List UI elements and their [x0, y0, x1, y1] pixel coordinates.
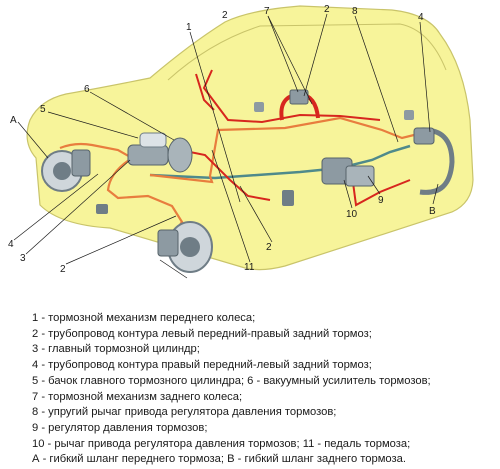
car-body-outline — [26, 5, 474, 271]
callout-b: B — [429, 206, 436, 217]
front-left-brake-icon — [41, 149, 91, 192]
legend-item: 1 - тормозной механизм переднего колеса; — [32, 312, 256, 324]
legend-item: 4 - трубопровод контура правый передний-… — [32, 359, 372, 372]
callout-2: 2 — [266, 242, 272, 253]
callout-9: 9 — [378, 195, 384, 206]
legend-item: 5 - бачок главного тормозного цилиндра; … — [32, 374, 431, 387]
bracket-icon — [254, 102, 264, 112]
legend-item: 7 - тормозной механизм заднего колеса; — [32, 390, 243, 403]
callout-leaders — [13, 13, 439, 279]
callout-3: 3 — [20, 253, 26, 264]
brake-system-diagram: 1 2 2 7 8 4 6 5 A 9 B 10 4 3 2 2 11 — [8, 4, 474, 279]
callout-11: 11 — [244, 262, 255, 273]
front-right-brake-icon — [157, 221, 213, 273]
callout-10: 10 — [346, 209, 358, 220]
pressure-regulator-icon — [321, 157, 375, 187]
rear-left-brake-icon — [279, 89, 320, 121]
callout-5: 5 — [40, 104, 46, 115]
tee-fitting-icon — [282, 190, 294, 206]
bracket-icon — [404, 110, 414, 120]
tee-fitting-icon — [96, 204, 108, 214]
callout-2: 2 — [222, 10, 228, 21]
callout-4: 4 — [8, 239, 14, 250]
callout-4: 4 — [418, 12, 424, 23]
legend-item: 8 - упругий рычаг привода регулятора дав… — [32, 406, 337, 419]
callout-1: 1 — [186, 22, 192, 33]
car-window-line — [167, 23, 447, 81]
legend-item: 2 - трубопровод контура левый передний-п… — [32, 327, 372, 340]
callout-2: 2 — [60, 264, 66, 275]
callout-6: 6 — [84, 84, 90, 95]
brake-line-red-branch — [195, 73, 215, 111]
legend-item: 3 - главный тормозной цилиндр; — [32, 343, 200, 356]
legend-item: А - гибкий шланг переднего тормоза; В - … — [32, 453, 406, 466]
legend-item: 10 - рычаг привода регулятора давления т… — [32, 437, 411, 450]
rear-right-brake-icon — [413, 127, 455, 195]
callout-8: 8 — [352, 6, 358, 17]
legend-item: 9 - регулятор давления тормозов; — [32, 421, 208, 434]
callout-2: 2 — [324, 4, 330, 15]
master-cylinder-icon — [127, 132, 193, 173]
legend-list: 1 - тормозной механизм переднего колеса;… — [32, 311, 492, 468]
brake-line-orange — [59, 116, 419, 239]
callout-7: 7 — [264, 6, 270, 17]
callout-a: A — [10, 115, 17, 126]
